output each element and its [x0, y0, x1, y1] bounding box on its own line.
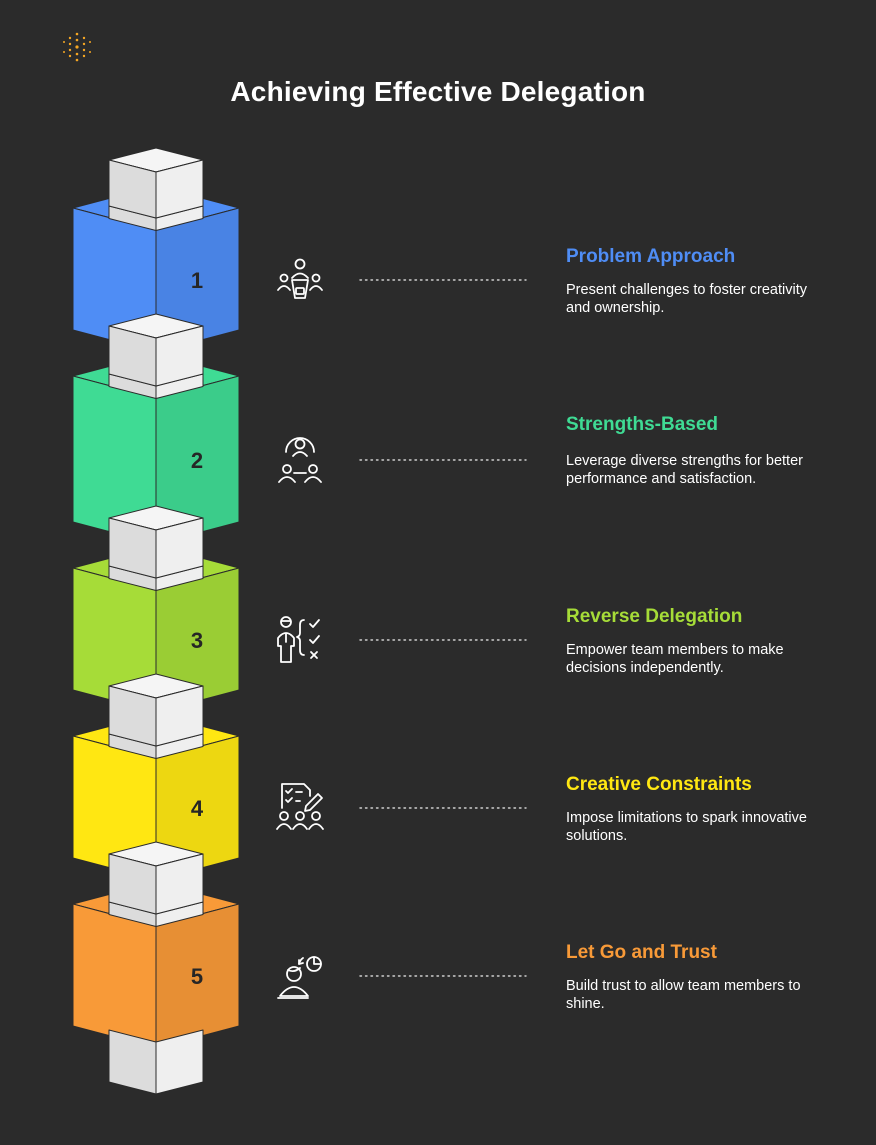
- step-4-title: Creative Constraints: [566, 774, 752, 795]
- connector-1-right-front: [155, 159, 204, 219]
- cube-3-right: [155, 567, 240, 713]
- team-network-icon: [278, 437, 322, 483]
- dotted-hexagon-logo-icon: [63, 32, 91, 62]
- person-checklist-icon: [277, 616, 320, 663]
- step-2-number: 2: [191, 448, 203, 473]
- step-2-description: Leverage diverse strengths for better pe…: [566, 453, 803, 487]
- step-3-title: Reverse Delegation: [566, 606, 743, 627]
- cube-2-right: [155, 375, 240, 545]
- step-5-title: Let Go and Trust: [566, 942, 717, 963]
- step-4-number: 4: [191, 796, 204, 821]
- group-planning-icon: [276, 783, 324, 830]
- step-5-number: 5: [191, 964, 203, 989]
- page-title: Achieving Effective Delegation: [230, 76, 646, 107]
- connector-6-right: [155, 1029, 204, 1095]
- step-5-description: Build trust to allow team members to shi…: [566, 978, 801, 1012]
- person-trust-icon: [277, 956, 322, 999]
- cube-5-left: [72, 903, 157, 1049]
- connector-2-right-front: [155, 325, 204, 387]
- step-3-description: Empower team members to make decisions i…: [566, 642, 784, 676]
- step-2-title: Strengths-Based: [566, 414, 719, 435]
- connector-4-right-front: [155, 685, 204, 747]
- connector-3-right-front: [155, 517, 204, 579]
- step-3-number: 3: [191, 628, 203, 653]
- cube-5-right: [155, 903, 240, 1049]
- team-meeting-icon: [277, 258, 323, 299]
- step-1-description: Present challenges to foster creativity …: [566, 282, 807, 316]
- step-4-description: Impose limitations to spark innovative s…: [566, 810, 807, 844]
- connector-5-right-front: [155, 853, 204, 915]
- step-1-title: Problem Approach: [566, 246, 736, 267]
- cube-1-right: [155, 207, 240, 353]
- step-1-number: 1: [191, 268, 203, 293]
- cube-4-right: [155, 735, 240, 881]
